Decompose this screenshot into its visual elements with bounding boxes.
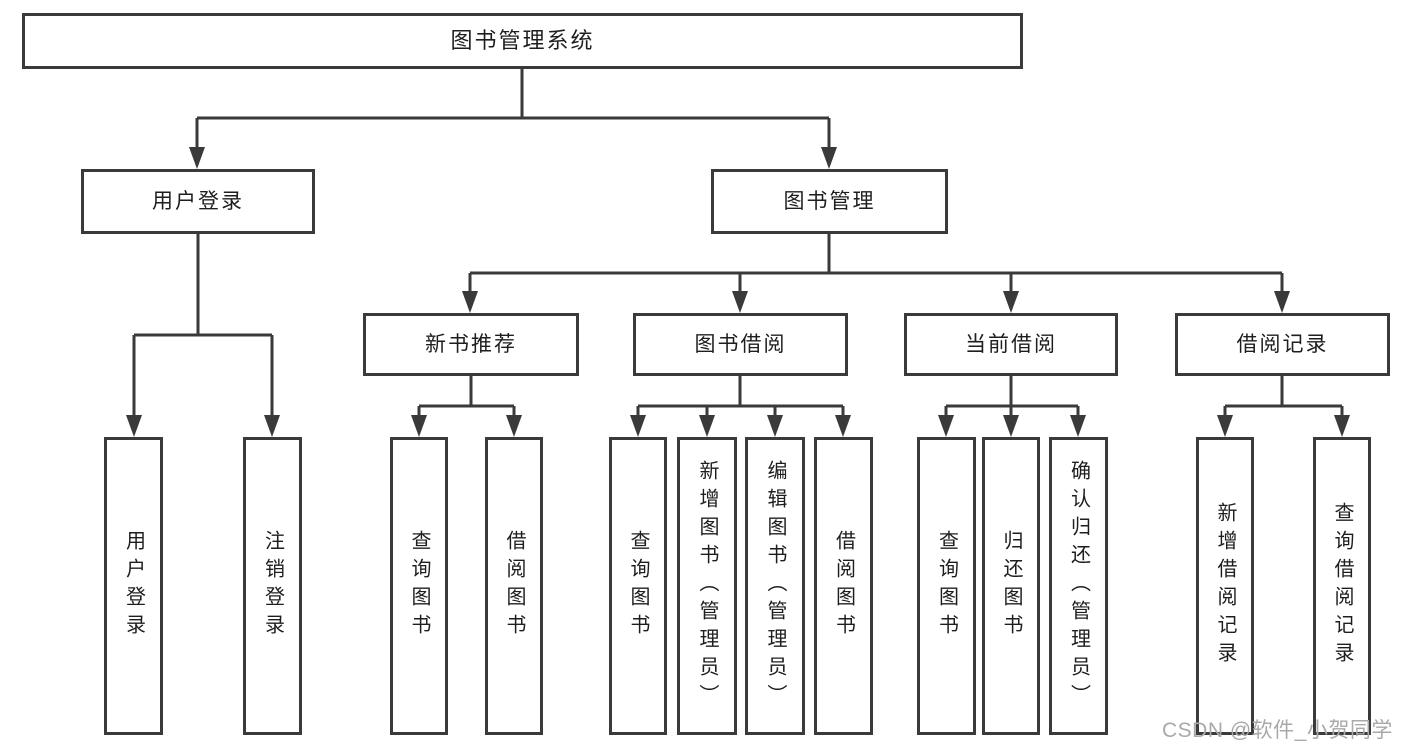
leaf-query-books-under-borrowing: 查询图书	[609, 437, 667, 735]
arrowheads	[126, 147, 1350, 437]
node-label: 查询图书	[935, 530, 958, 642]
node-label: 编辑图书（管理员）	[764, 460, 786, 712]
node-book-management-system: 图书管理系统	[22, 13, 1023, 69]
leaf-add-books-admin: 新增图书（管理员）	[677, 437, 737, 735]
node-label: 借阅记录	[1236, 333, 1329, 356]
leaf-confirm-return-admin: 确认归还（管理员）	[1049, 437, 1108, 735]
node-user-login-branch: 用户登录	[81, 169, 315, 234]
node-label: 图书管理	[783, 190, 876, 213]
node-current-borrowing: 当前借阅	[904, 313, 1118, 376]
node-label: 查询图书	[627, 530, 649, 642]
node-label: 用户登录	[152, 190, 244, 213]
node-label: 图书管理系统	[450, 28, 595, 53]
node-label: 用户登录	[122, 530, 145, 642]
node-borrowing-records: 借阅记录	[1175, 313, 1390, 376]
node-label: 查询图书	[408, 530, 430, 642]
node-label: 新增图书（管理员）	[696, 460, 718, 712]
node-label: 图书借阅	[694, 333, 787, 356]
leaf-query-books-under-current: 查询图书	[917, 437, 976, 735]
leaf-borrow-books-under-borrowing: 借阅图书	[814, 437, 873, 735]
leaf-query-borrowing-record: 查询借阅记录	[1313, 437, 1371, 735]
leaf-edit-books-admin: 编辑图书（管理员）	[745, 437, 805, 735]
node-label: 当前借阅	[965, 333, 1057, 356]
node-label: 注销登录	[261, 530, 284, 642]
leaf-return-books: 归还图书	[982, 437, 1040, 735]
node-label: 查询借阅记录	[1331, 502, 1353, 670]
node-book-borrowing: 图书借阅	[633, 313, 848, 376]
leaf-user-login: 用户登录	[104, 437, 163, 735]
csdn-watermark: CSDN @软件_小贺同学	[1162, 719, 1393, 742]
node-label: 新书推荐	[425, 333, 517, 356]
node-label: 借阅图书	[503, 530, 525, 642]
leaf-query-books-under-recommendation: 查询图书	[390, 437, 448, 735]
leaf-borrow-books-under-recommendation: 借阅图书	[485, 437, 543, 735]
node-label: 新增借阅记录	[1214, 502, 1236, 670]
leaf-add-borrowing-record: 新增借阅记录	[1196, 437, 1254, 735]
node-label: 借阅图书	[832, 530, 855, 642]
node-label: 归还图书	[1000, 530, 1022, 642]
node-label: 确认归还（管理员）	[1067, 460, 1090, 712]
node-book-management-branch: 图书管理	[711, 169, 948, 234]
node-new-book-recommendation: 新书推荐	[363, 313, 579, 376]
leaf-logout: 注销登录	[243, 437, 302, 735]
